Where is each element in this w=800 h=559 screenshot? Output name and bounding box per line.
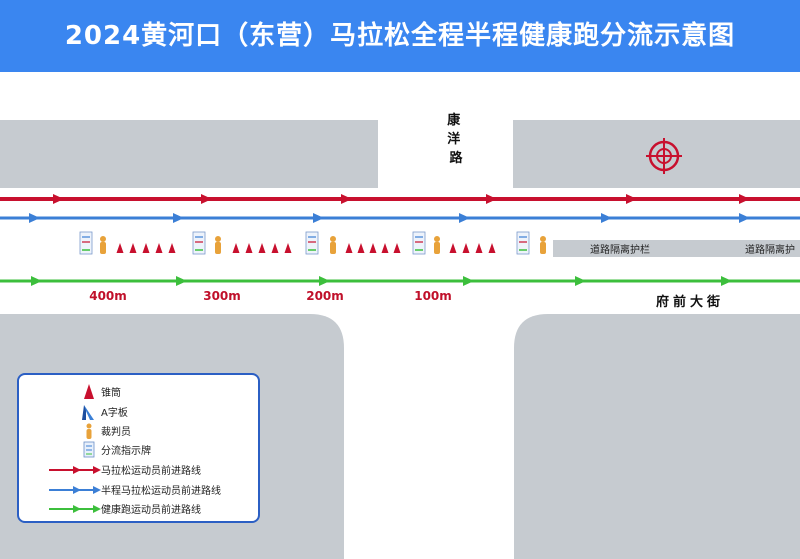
legend-item-referee: 裁判员 bbox=[19, 422, 259, 440]
marathon-line-swatch bbox=[49, 466, 101, 474]
cone-icon bbox=[245, 243, 253, 253]
cone-icon bbox=[142, 243, 150, 253]
referee-icon bbox=[330, 236, 336, 254]
health-run-arrow bbox=[319, 276, 330, 286]
legend-item-health-line: 健康跑运动员前进路线 bbox=[19, 500, 259, 518]
marathon-arrow bbox=[201, 194, 212, 204]
header-bar: 2024黄河口（东营）马拉松全程半程健康跑分流示意图 bbox=[0, 0, 800, 72]
cone-icon bbox=[381, 243, 389, 253]
barrier-label: 道路隔离护 bbox=[745, 243, 795, 256]
half-marathon-arrow bbox=[313, 213, 324, 223]
cone-icon bbox=[116, 243, 124, 253]
diversion-sign-icon bbox=[192, 231, 206, 255]
cone-icon bbox=[369, 243, 377, 253]
marathon-arrow bbox=[739, 194, 750, 204]
a-frame-board-icon bbox=[82, 405, 94, 420]
half-marathon-arrow bbox=[739, 213, 750, 223]
health-run-arrow bbox=[31, 276, 42, 286]
distance-label: 400m bbox=[89, 289, 127, 303]
referee-icon bbox=[86, 423, 92, 439]
distance-label: 100m bbox=[414, 289, 452, 303]
cone-icon bbox=[449, 243, 457, 253]
cone-icon bbox=[232, 243, 240, 253]
half-marathon-line-swatch bbox=[49, 486, 101, 494]
half-marathon-arrow bbox=[601, 213, 612, 223]
referee-icon bbox=[215, 236, 221, 254]
half-marathon-arrow bbox=[459, 213, 470, 223]
diversion-sign-icon bbox=[305, 231, 319, 255]
cone-icon bbox=[357, 243, 365, 253]
health-run-arrow bbox=[463, 276, 474, 286]
health-run-arrow bbox=[575, 276, 586, 286]
referee-icon bbox=[434, 236, 440, 254]
legend-item-marathon-line: 马拉松运动员前进路线 bbox=[19, 461, 259, 479]
cone-icon bbox=[462, 243, 470, 253]
city-block-bottom-right bbox=[514, 314, 800, 559]
distance-markers: 400m 300m 200m 100m bbox=[89, 289, 452, 303]
cone-icon bbox=[155, 243, 163, 253]
diversion-sign-icon bbox=[83, 441, 95, 458]
page-title: 2024黄河口（东营）马拉松全程半程健康跑分流示意图 bbox=[64, 21, 736, 51]
road-label-fuqian: 府前大街 bbox=[656, 294, 724, 310]
half-marathon-arrow bbox=[29, 213, 40, 223]
cone-icon bbox=[393, 243, 401, 253]
cone-icon bbox=[168, 243, 176, 253]
cone-icon bbox=[488, 243, 496, 253]
legend-item-sign: 分流指示牌 bbox=[19, 441, 259, 459]
diversion-stations bbox=[79, 231, 546, 255]
half-marathon-arrow bbox=[173, 213, 184, 223]
diversion-sign-icon bbox=[516, 231, 530, 255]
cone-icon bbox=[258, 243, 266, 253]
legend: 锥筒 A字板 裁判员 分流指示牌 马拉松运动员前进路线 半程马拉松运动员前进路线… bbox=[17, 373, 260, 523]
cone-icon bbox=[84, 384, 94, 399]
marathon-arrow bbox=[53, 194, 64, 204]
route-arrows bbox=[29, 194, 750, 286]
road-barrier bbox=[553, 240, 800, 257]
referee-icon bbox=[540, 236, 546, 254]
road-label-kangyang: 康 洋 路 bbox=[447, 112, 465, 166]
cone-icon bbox=[345, 243, 353, 253]
distance-label: 200m bbox=[306, 289, 344, 303]
city-block-top-left bbox=[0, 120, 378, 188]
legend-item-half-line: 半程马拉松运动员前进路线 bbox=[19, 481, 259, 499]
diversion-sign-icon bbox=[79, 231, 93, 255]
cone-icon bbox=[475, 243, 483, 253]
health-run-arrow bbox=[176, 276, 187, 286]
health-run-line-swatch bbox=[49, 505, 101, 513]
referee-icon bbox=[100, 236, 106, 254]
diversion-sign-icon bbox=[412, 231, 426, 255]
cone-icon bbox=[284, 243, 292, 253]
health-run-arrow bbox=[721, 276, 732, 286]
crosshair-circle-icon bbox=[646, 138, 682, 174]
barrier-label: 道路隔离护栏 bbox=[590, 243, 650, 256]
cone-icon bbox=[271, 243, 279, 253]
marathon-arrow bbox=[626, 194, 637, 204]
distance-label: 300m bbox=[203, 289, 241, 303]
legend-item-a-board: A字板 bbox=[19, 403, 259, 421]
legend-item-cone: 锥筒 bbox=[19, 383, 259, 401]
marathon-arrow bbox=[341, 194, 352, 204]
marathon-arrow bbox=[486, 194, 497, 204]
cone-icon bbox=[129, 243, 137, 253]
